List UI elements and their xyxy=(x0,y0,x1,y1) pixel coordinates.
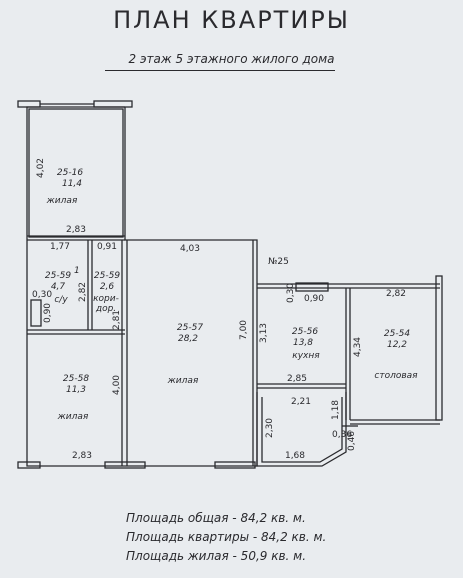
dim-2-21: 2,21 xyxy=(291,397,311,407)
dim-3-13: 3,13 xyxy=(259,323,269,343)
dim-0-90-left: 0,90 xyxy=(43,303,53,323)
dim-4-00: 4,00 xyxy=(112,375,122,395)
room-4-id: 25-57 xyxy=(177,323,203,333)
loggia-outline xyxy=(256,392,347,467)
apartment-number: №25 xyxy=(268,257,289,267)
window-right xyxy=(435,275,443,421)
dim-0-30-left: 0,30 xyxy=(32,290,52,300)
room-3-name: кори-дор. xyxy=(93,294,119,314)
room-7-id: 25-54 xyxy=(384,329,410,339)
dim-7-00: 7,00 xyxy=(239,320,249,340)
summary-living-area: Площадь жилая - 50,9 кв. м. xyxy=(126,549,307,563)
subtitle-underline xyxy=(105,70,335,71)
dim-0-91: 0,91 xyxy=(97,242,117,252)
dim-2-83-bottom: 2,83 xyxy=(72,451,92,461)
room-7-name: столовая xyxy=(374,371,418,381)
room-4-area: 28,2 xyxy=(178,334,198,344)
window-bottom-right xyxy=(214,461,256,469)
room-5-id: 25-58 xyxy=(63,374,89,384)
outer-wall-left-block xyxy=(26,106,258,467)
window-bottom-mid xyxy=(104,461,146,469)
dim-2-83-top: 2,83 xyxy=(66,225,86,235)
window-bottom-left xyxy=(17,461,41,469)
room-5-name: жилая xyxy=(57,412,89,422)
dim-2-30: 2,30 xyxy=(265,418,275,438)
dim-4-34: 4,34 xyxy=(353,337,363,357)
room-5-area: 11,3 xyxy=(66,385,86,395)
room-3-id: 25-59 xyxy=(94,271,120,281)
dim-2-85: 2,85 xyxy=(287,374,307,384)
loggia-inner xyxy=(261,397,343,463)
dim-0-36: 0,36 xyxy=(332,430,352,440)
room-1-name: жилая xyxy=(46,196,78,206)
room-6-area: 13,8 xyxy=(293,338,313,348)
dim-0-90-right: 0,90 xyxy=(304,294,324,304)
page-title: ПЛАН КВАРТИРЫ xyxy=(113,6,350,34)
room-1-area: 11,4 xyxy=(62,179,82,189)
room-1-id: 25-16 xyxy=(57,168,83,178)
dim-2-82-left: 2,82 xyxy=(78,282,88,302)
room-4-name: жилая xyxy=(167,376,199,386)
dim-1-18: 1,18 xyxy=(331,400,341,420)
room-2-area: 4,7 xyxy=(51,282,66,292)
dim-4-02: 4,02 xyxy=(36,158,46,178)
dim-4-03: 4,03 xyxy=(180,244,200,254)
dim-0-46: 0,46 xyxy=(347,431,357,451)
room-2-name: с/у xyxy=(54,295,68,305)
kitchen-fixture xyxy=(295,282,329,292)
room-6-name: кухня xyxy=(292,351,320,361)
dim-2-82-right: 2,82 xyxy=(386,289,406,299)
dim-2-81: 2,81 xyxy=(112,310,122,330)
room-6-id: 25-56 xyxy=(292,327,318,337)
window-top-right xyxy=(93,100,133,108)
summary-total-area: Площадь общая - 84,2 кв. м. xyxy=(126,511,306,525)
dim-0-30-right: 0,30 xyxy=(286,283,296,303)
room-1-outline xyxy=(28,108,124,238)
page-subtitle: 2 этаж 5 этажного жилого дома xyxy=(128,52,335,66)
dim-1-68: 1,68 xyxy=(285,451,305,461)
bath-fixture xyxy=(30,299,42,327)
room-7-area: 12,2 xyxy=(387,340,407,350)
window-top-left xyxy=(17,100,41,108)
dim-1-77: 1,77 xyxy=(50,242,70,252)
room-3-area: 2,6 xyxy=(100,282,115,292)
summary-apartment-area: Площадь квартиры - 84,2 кв. м. xyxy=(126,530,327,544)
room-2-sup: 1 xyxy=(74,266,80,276)
room-2-id: 25-59 xyxy=(45,271,71,281)
